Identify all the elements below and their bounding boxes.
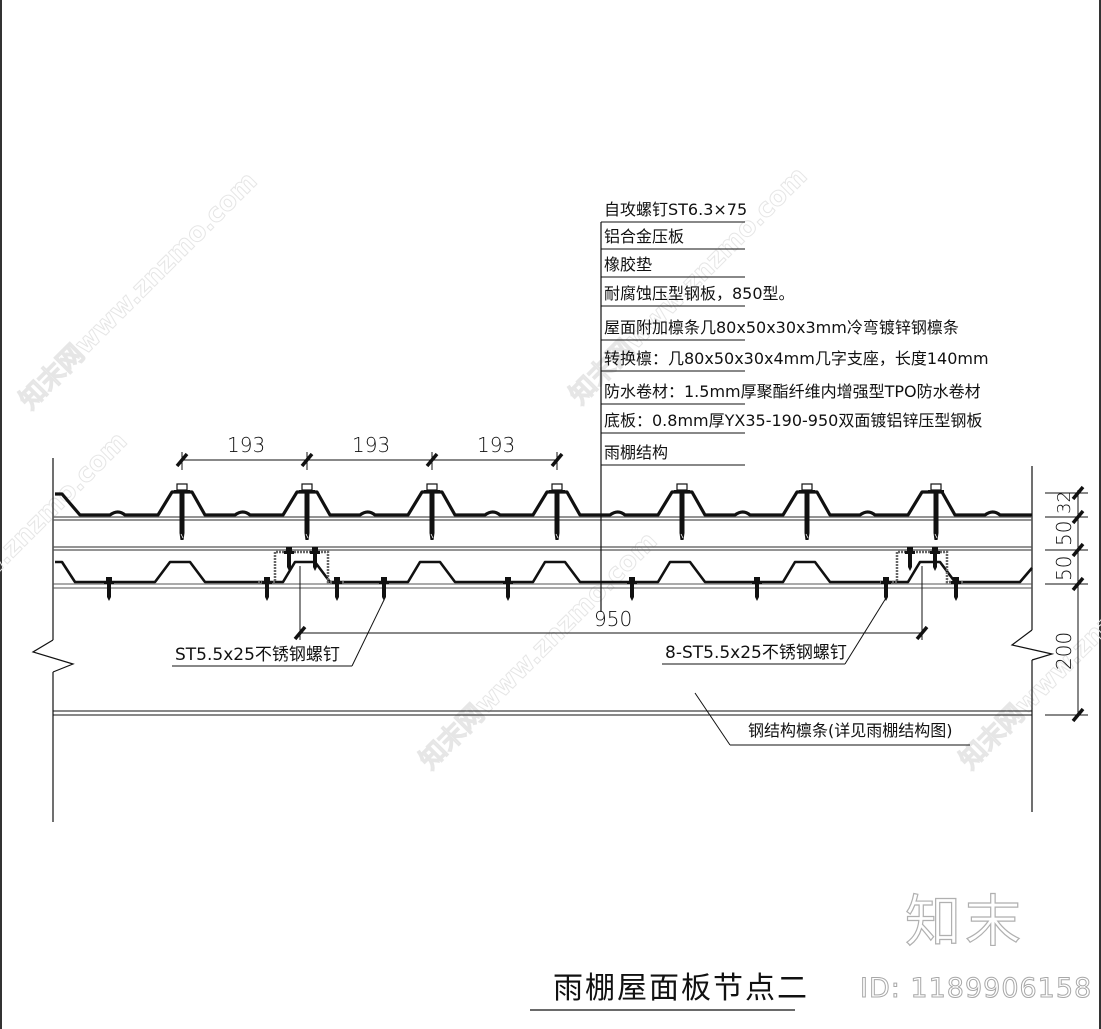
note-screw-right: 8-ST5.5x25不锈钢螺钉 — [665, 643, 847, 663]
drawing-title: 雨棚屋面板节点二 — [553, 971, 809, 1006]
callout-aluminum-clamp-plate: 铝合金压板 — [604, 227, 685, 246]
callout-corrosion-resistant-sheet: 耐腐蚀压型钢板，850型。 — [604, 284, 795, 303]
drawing-frame-left — [0, 0, 2, 1029]
callout-rubber-gasket: 橡胶垫 — [604, 255, 653, 274]
note-screw-left: ST5.5x25不锈钢螺钉 — [175, 645, 340, 665]
hat-support-left — [258, 550, 345, 584]
top-profiled-steel-sheet — [55, 490, 1032, 517]
dimension-200: 200 — [1052, 631, 1076, 670]
dimension-193-1: 193 — [227, 433, 266, 457]
watermark-logo: 知末 — [904, 890, 1025, 955]
break-symbol-left — [31, 639, 75, 673]
dimension-950: 950 — [594, 607, 633, 631]
dimension-50-upper: 50 — [1052, 520, 1076, 546]
break-symbol-right — [1010, 629, 1055, 661]
callout-waterproof-membrane: 防水卷材：1.5mm厚聚酯纤维内增强型TPO防水卷材 — [604, 382, 981, 401]
hat-support-right — [880, 550, 963, 584]
callout-canopy-structure: 雨棚结构 — [604, 443, 669, 462]
note-steel-purlin: 钢结构檩条(详见雨棚结构图) — [748, 721, 953, 740]
watermark-id: ID: 1189906158 — [859, 973, 1093, 1004]
drawing-frame-right — [1099, 0, 1101, 1029]
dimension-32: 32 — [1054, 491, 1075, 514]
callout-additional-purlin: 屋面附加檩条几80x50x30x3mm冷弯镀锌钢檩条 — [604, 318, 959, 337]
callout-bottom-deck: 底板：0.8mm厚YX35-190-950双面镀铝锌压型钢板 — [604, 411, 983, 430]
dimension-193-2: 193 — [352, 433, 391, 457]
dimension-193-3: 193 — [477, 433, 516, 457]
callout-transfer-purlin: 转换檩：几80x50x30x4mm几字支座，长度140mm — [604, 349, 989, 368]
dimension-50-lower: 50 — [1052, 555, 1076, 581]
callout-self-tapping-screw: 自攻螺钉ST6.3×75 — [604, 200, 748, 219]
